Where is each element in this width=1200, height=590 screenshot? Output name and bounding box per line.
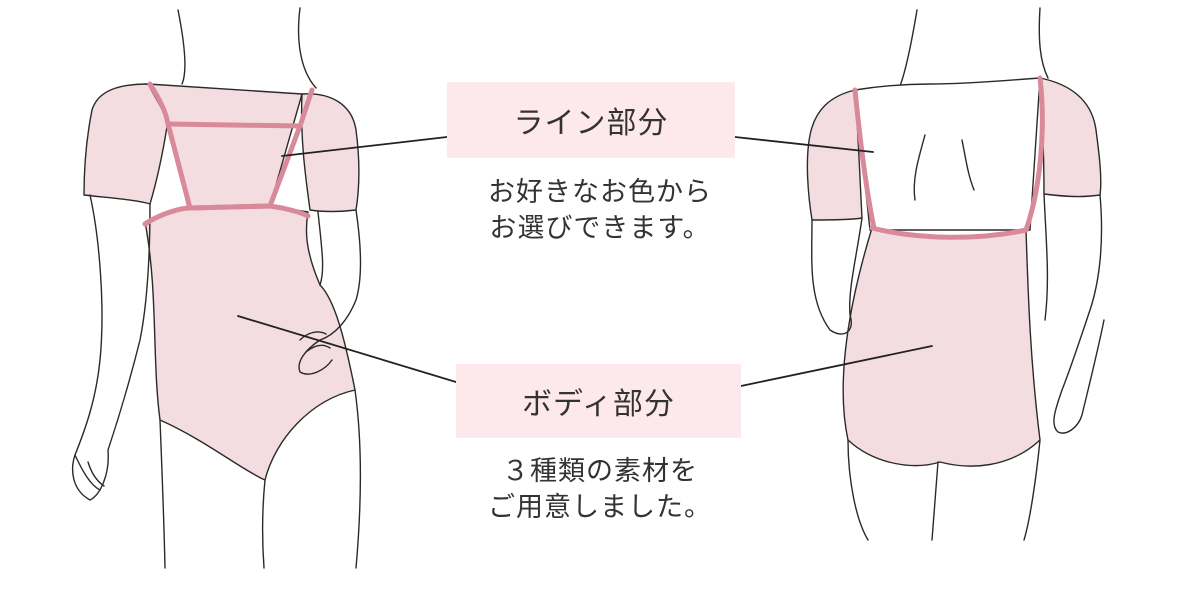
front-line-trim <box>142 81 315 227</box>
body-section-caption: ３種類の素材を ご用意しました。 <box>440 454 760 526</box>
front-right-hand <box>299 331 331 353</box>
back-skin <box>854 77 1041 231</box>
front-figure <box>72 7 362 569</box>
front-neck-outline <box>297 7 317 89</box>
body-caption-line-2: ご用意しました。 <box>488 492 712 523</box>
leader-lines <box>237 136 933 387</box>
back-line-trim <box>852 75 1045 240</box>
line-leader-front <box>281 136 448 157</box>
line-section-caption: お好きなお色から お選びできます。 <box>440 175 760 247</box>
front-inner-leg <box>261 479 266 569</box>
body-caption-line-1: ３種類の素材を <box>502 456 698 487</box>
front-left-sleeve <box>83 83 169 205</box>
front-neck-outline <box>177 9 186 85</box>
body-section-label: ボディ部分 <box>456 364 741 438</box>
back-neck-outline <box>899 9 918 87</box>
line-caption-line-1: お好きなお色から <box>488 177 712 208</box>
line-leader-back <box>734 136 874 153</box>
back-shoulder-blade <box>961 139 975 191</box>
body-leader-front <box>237 315 457 383</box>
front-left-arm <box>72 194 151 501</box>
body-section-label-text: ボディ部分 <box>522 387 675 422</box>
line-caption-line-2: お選びできます。 <box>489 213 711 244</box>
back-right-sleeve <box>1039 77 1102 198</box>
back-right-arm-inner <box>1043 193 1049 321</box>
front-left-hand <box>74 454 105 491</box>
back-inner-leg <box>931 461 939 541</box>
back-left-arm <box>811 217 863 335</box>
back-body-fabric <box>842 227 1041 467</box>
back-neck-outline <box>1038 7 1049 79</box>
line-section-label-text: ライン部分 <box>513 106 669 141</box>
body-leader-back <box>740 345 933 387</box>
back-right-leg <box>1023 439 1041 541</box>
back-right-arm <box>1053 194 1105 434</box>
front-right-leg <box>354 389 362 569</box>
line-section-label: ライン部分 <box>447 82 735 158</box>
front-left-leg <box>159 419 166 569</box>
back-left-leg <box>847 439 869 541</box>
front-right-arm-inner <box>317 211 324 286</box>
back-shoulder-blade <box>913 134 926 201</box>
front-body-fabric <box>144 83 356 481</box>
back-left-sleeve <box>806 89 863 221</box>
back-figure <box>806 7 1105 541</box>
